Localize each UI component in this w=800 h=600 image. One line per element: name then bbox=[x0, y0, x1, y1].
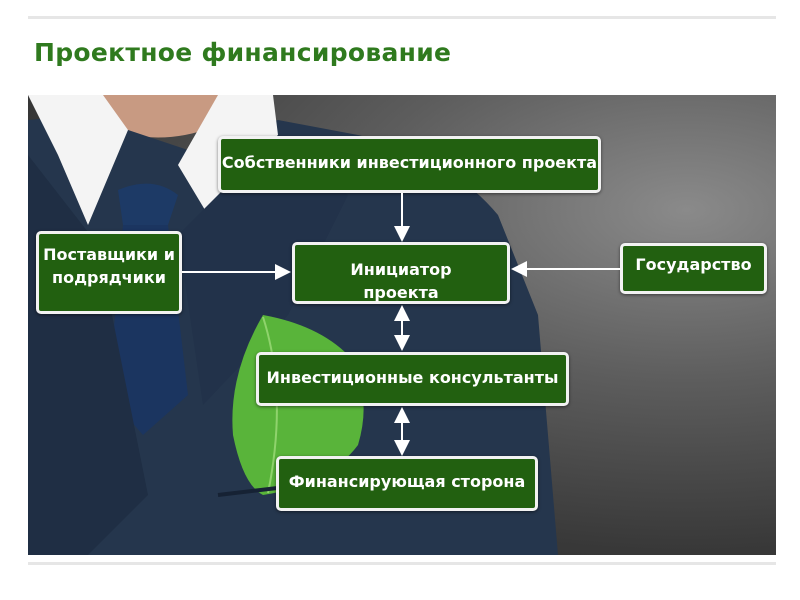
bottom-divider bbox=[28, 562, 776, 565]
initiator-label: Инициатор проекта bbox=[350, 260, 452, 302]
suppliers-label: Поставщики и подрядчики bbox=[43, 245, 175, 287]
lapel-right-image bbox=[178, 135, 348, 405]
state-label: Государство bbox=[635, 255, 752, 274]
state-box: Государство bbox=[620, 243, 767, 294]
tie-knot-image bbox=[118, 183, 178, 225]
owners-label: Собственники инвестиционного проекта bbox=[221, 153, 598, 172]
collar-left-image bbox=[28, 95, 128, 225]
suppliers-box: Поставщики и подрядчики bbox=[36, 231, 182, 314]
consultants-label: Инвестиционные консультанты bbox=[266, 368, 559, 387]
owners-box: Собственники инвестиционного проекта bbox=[218, 136, 601, 193]
top-divider bbox=[28, 16, 776, 19]
financing-box: Финансирующая сторона bbox=[276, 456, 538, 511]
financing-label: Финансирующая сторона bbox=[288, 472, 526, 491]
consultants-box: Инвестиционные консультанты bbox=[256, 352, 569, 406]
slide-title: Проектное финансирование bbox=[34, 38, 452, 67]
initiator-box: Инициатор проекта bbox=[292, 242, 510, 304]
